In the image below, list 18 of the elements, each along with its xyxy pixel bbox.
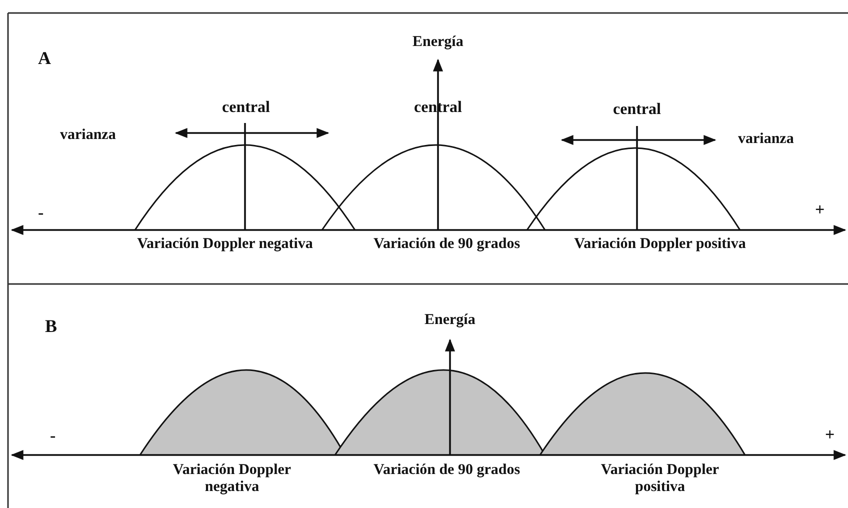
axis-label: Variación Doppler positiva [573,236,747,253]
axis-label: Variación Doppler positiva [600,462,720,496]
axis-label: Variación de 90 grados [374,462,520,479]
axis-title: Energía [412,34,464,51]
sign-label: - [50,427,56,444]
sign-label: + [825,426,835,443]
axis-title: Energía [424,312,476,329]
axis-label: Variación de 90 grados [374,236,520,253]
sign-label: + [815,201,825,218]
axis-label: Variación Doppler negativa [136,236,314,253]
annotation-label: varianza [60,127,116,144]
sign-label: - [38,204,44,221]
annotation-label: central [222,99,270,116]
panel-label: B [45,318,58,335]
annotation-label: varianza [738,131,794,148]
axis-label: Variación Doppler negativa [172,462,292,496]
panel-label: A [38,50,51,67]
annotation-label: central [613,101,661,118]
